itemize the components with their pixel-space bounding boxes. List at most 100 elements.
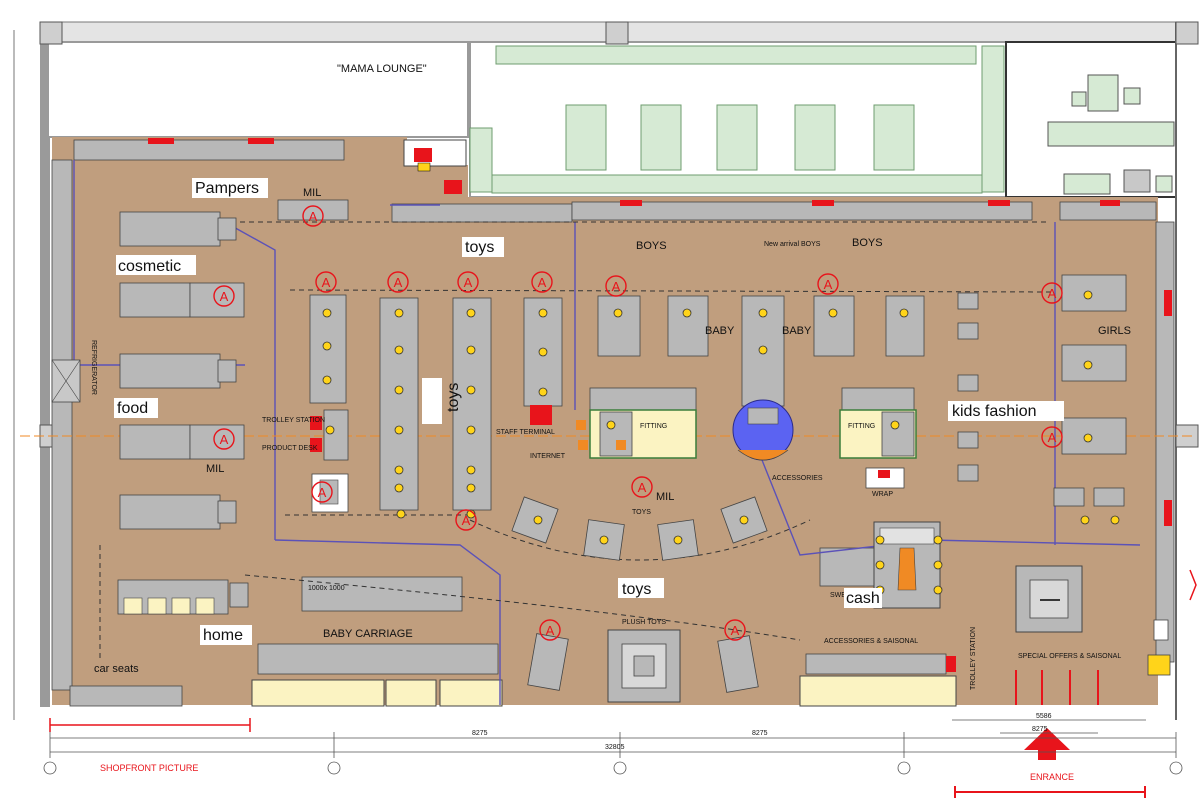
yellow-dot-icon [538, 308, 548, 318]
entrance-arrow-icon [954, 569, 1197, 798]
label-special-offers: SPECIAL OFFERS & SAISONAL [1018, 653, 1121, 660]
label-internet: INTERNET [530, 453, 566, 460]
fashion-racks [957, 274, 1127, 507]
svg-text:A: A [731, 623, 740, 638]
yellow-dot-icon [466, 483, 476, 493]
label-mama-lounge: "MAMA LOUNGE" [337, 63, 427, 75]
yellow-dot-icon [673, 535, 683, 545]
label-pampers: Pampers [195, 180, 259, 197]
label-boys-2: BOYS [852, 237, 883, 249]
circled-a-marker-icon: A [213, 285, 235, 307]
yellow-dot-icon [466, 385, 476, 395]
fitting-rooms [589, 387, 917, 459]
yellow-dot-icon [875, 560, 885, 570]
label-kids-fashion: kids fashion [952, 403, 1037, 420]
circled-a-marker-icon: A [539, 619, 561, 641]
svg-text:A: A [464, 275, 473, 290]
yellow-dot-icon [394, 385, 404, 395]
yellow-dot-icon [466, 465, 476, 475]
label-entrance: ENRANCE [1030, 772, 1074, 782]
label-product-desk: PRODUCT DESK [262, 445, 318, 452]
yellow-dot-icon [758, 345, 768, 355]
circled-a-marker-icon: A [315, 271, 337, 293]
label-shopfront-picture: SHOPFRONT PICTURE [100, 763, 198, 773]
yellow-dot-icon [890, 420, 900, 430]
label-baby-1: BABY [705, 325, 735, 337]
dimension-8275-2: 8275 [752, 730, 768, 737]
label-wrap: WRAP [872, 491, 893, 498]
yellow-dot-icon [394, 425, 404, 435]
label-new-arrival: New arrival BOYS [764, 241, 821, 248]
label-staff-terminal: STAFF TERMINAL [496, 429, 555, 436]
svg-text:A: A [546, 623, 555, 638]
yellow-dot-icon [394, 345, 404, 355]
label-mil-food: MIL [206, 463, 224, 475]
label-toys-center: TOYS [632, 509, 651, 516]
svg-text:A: A [394, 275, 403, 290]
label-trolley-left: TROLLEY STATION [262, 417, 325, 424]
yellow-dot-icon [933, 585, 943, 595]
svg-text:A: A [612, 279, 621, 294]
yellow-dot-icon [322, 308, 332, 318]
yellow-dot-icon [322, 375, 332, 385]
label-toys-top: toys [465, 239, 494, 256]
yellow-dot-icon [1080, 515, 1090, 525]
svg-text:A: A [638, 480, 647, 495]
label-accessories: ACCESSORIES [772, 475, 823, 482]
refrigerator [51, 359, 81, 403]
label-plush-toys: PLUSH TOYS [622, 619, 666, 626]
svg-text:A: A [462, 513, 471, 528]
yellow-dot-icon [606, 420, 616, 430]
yellow-dot-icon [394, 308, 404, 318]
toy-cubes [511, 496, 768, 693]
label-mil-top: MIL [303, 187, 321, 199]
circled-a-marker-icon: A [631, 476, 653, 498]
yellow-dot-icon [875, 535, 885, 545]
label-fitting-1: FITTING [640, 423, 667, 430]
yellow-dot-icon [396, 509, 406, 519]
circled-a-marker-icon: A [1041, 426, 1063, 448]
entrance-area [1015, 619, 1171, 705]
svg-text:A: A [309, 209, 318, 224]
yellow-dot-icon [466, 345, 476, 355]
yellow-dot-icon [613, 308, 623, 318]
yellow-dot-icon [599, 535, 609, 545]
label-box-1000: 1000x 1000 [308, 585, 345, 592]
label-toys-lower: toys [622, 581, 651, 598]
dimension-total: 32805 [605, 744, 625, 751]
label-fitting-2: FITTING [848, 423, 875, 430]
cash-desk [865, 467, 941, 609]
label-car-seats: car seats [94, 663, 139, 675]
circled-a-marker-icon: A [457, 271, 479, 293]
yellow-dot-icon [933, 535, 943, 545]
yellow-dot-icon [538, 387, 548, 397]
yellow-dot-icon [466, 308, 476, 318]
yellow-dot-icon [682, 308, 692, 318]
svg-text:A: A [538, 275, 547, 290]
yellow-dot-icon [533, 515, 543, 525]
floor-labels: "MAMA LOUNGE" Pampers MIL cosmetic food … [90, 63, 1131, 782]
circled-a-marker-icon: A [455, 509, 477, 531]
circled-a-marker-icon: A [605, 275, 627, 297]
yellow-dot-icon [538, 347, 548, 357]
dimension-5586: 5586 [1036, 713, 1052, 720]
service-points [310, 405, 626, 513]
staff-room [1047, 74, 1175, 195]
square-displays [607, 565, 1083, 703]
label-mil-center: MIL [656, 491, 674, 503]
yellow-dot-icon [1083, 433, 1093, 443]
dimension-8275-3: 8275 [1032, 726, 1048, 733]
label-boys-1: BOYS [636, 240, 667, 252]
svg-text:A: A [318, 485, 327, 500]
yellow-dot-icon [1083, 290, 1093, 300]
yellow-dot-icon [394, 465, 404, 475]
yellow-dot-icon [1083, 360, 1093, 370]
dimension-8275-1: 8275 [472, 730, 488, 737]
perimeter-shelves [51, 139, 1175, 707]
dimension-lines [13, 30, 1183, 775]
circled-a-marker-icon: A [817, 273, 839, 295]
yellow-dot-icon [739, 515, 749, 525]
yellow-dot-icon [322, 341, 332, 351]
svg-text:A: A [824, 277, 833, 292]
